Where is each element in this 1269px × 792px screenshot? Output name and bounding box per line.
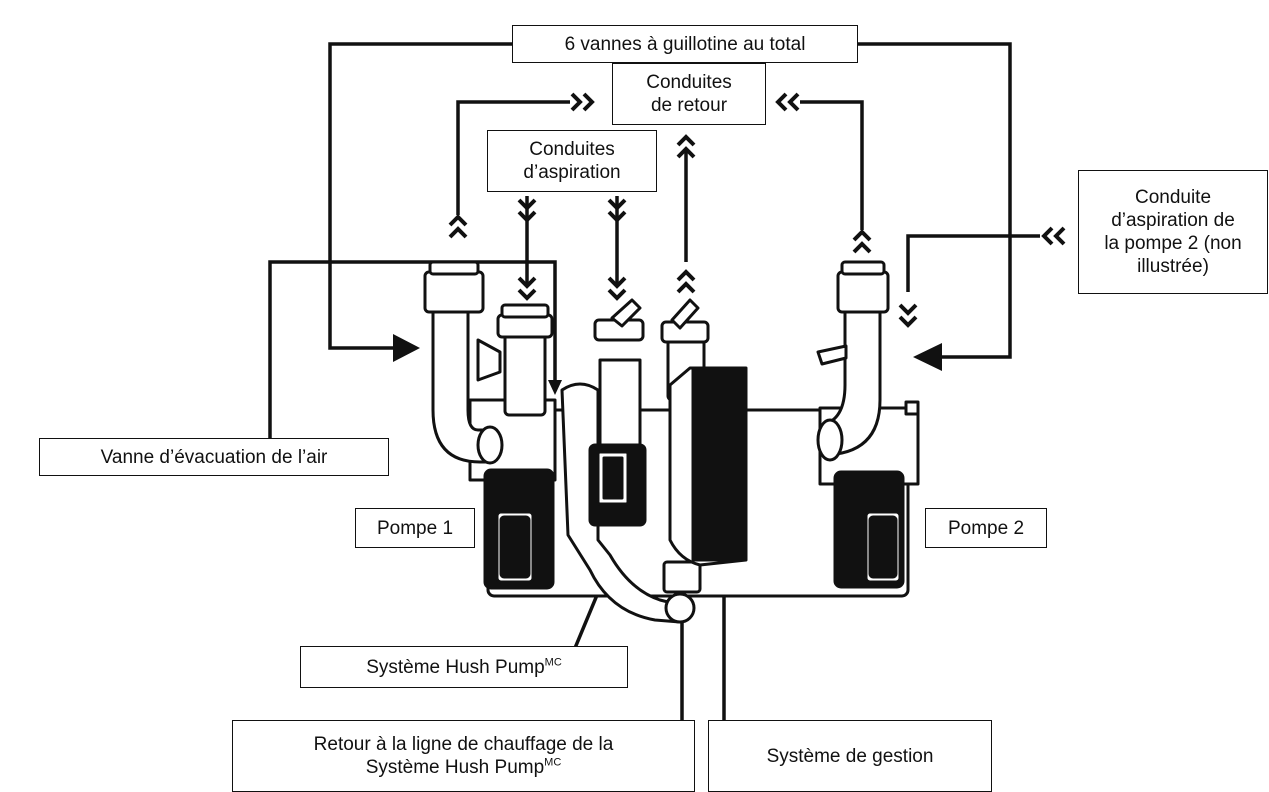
return-line-left (456, 100, 570, 215)
return-line-right (800, 100, 864, 230)
pump-assembly (423, 260, 920, 624)
suction-lines-label: Conduites d’aspiration (487, 130, 657, 192)
pump2-suction-label: Conduite d’aspiration de la pompe 2 (non… (1078, 170, 1268, 294)
pump-2-label: Pompe 2 (925, 508, 1047, 548)
guillotine-valves-label: 6 vannes à guillotine au total (512, 25, 858, 63)
air-valve-leader (268, 260, 557, 440)
pump-1 (423, 260, 557, 590)
pump-2 (816, 260, 920, 589)
arrow-air-valve (548, 380, 562, 395)
chevrons (448, 92, 1066, 328)
hush-pump-label: Système Hush PumpMC (300, 646, 628, 688)
management-system-label: Système de gestion (708, 720, 992, 792)
guillotine-leader-left (328, 42, 512, 350)
hush-pump (560, 298, 696, 624)
heat-return-label: Retour à la ligne de chauffage de la Sys… (232, 720, 695, 792)
pump-1-label: Pompe 1 (355, 508, 475, 548)
guillotine-leader-right (858, 42, 1012, 359)
leader-lines (268, 42, 1040, 722)
arrow-pump2 (913, 343, 942, 371)
management-box (668, 366, 748, 567)
air-valve-label: Vanne d’évacuation de l’air (39, 438, 389, 476)
return-lines-label: Conduites de retour (612, 63, 766, 125)
arrow-pump1 (393, 334, 420, 362)
pump2-suction-leader (906, 234, 1040, 292)
